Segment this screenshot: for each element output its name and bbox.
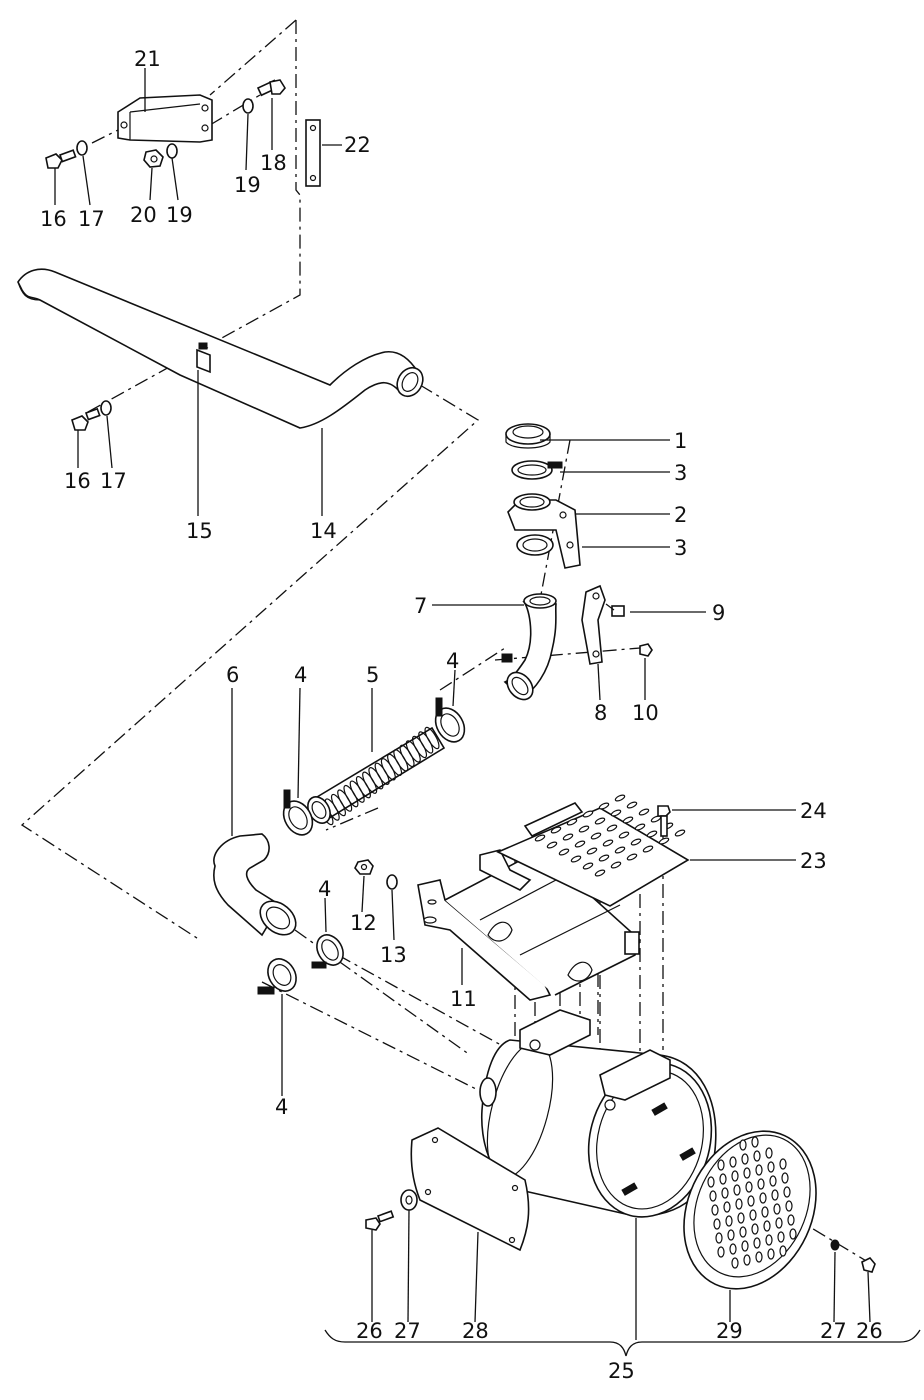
callout-7: 7 — [414, 594, 427, 618]
callout-27-right: 27 — [820, 1319, 847, 1343]
callout-13: 13 — [380, 943, 407, 967]
bolt-26-left — [365, 1210, 395, 1231]
callout-9: 9 — [712, 601, 725, 625]
washer-17-top — [76, 140, 88, 156]
callout-3-upper: 3 — [674, 461, 687, 485]
hose-clamp-4-bottom — [257, 958, 297, 995]
callout-4-elbow: 4 — [446, 649, 459, 673]
callout-11: 11 — [450, 987, 477, 1011]
callout-5: 5 — [366, 663, 379, 687]
callout-29: 29 — [716, 1319, 743, 1343]
callout-16-top: 16 — [40, 207, 67, 231]
hose-clamp-4-pipe6 — [311, 934, 344, 969]
callout-4-bottom: 4 — [275, 1095, 288, 1119]
callout-28: 28 — [462, 1319, 489, 1343]
leader-lines — [54, 68, 921, 1357]
callout-23: 23 — [800, 849, 827, 873]
callout-8: 8 — [594, 701, 607, 725]
bolt-10 — [639, 643, 653, 657]
bolt-24 — [657, 805, 671, 837]
hose-clamp-4-left — [282, 789, 314, 836]
callout-4-hose: 4 — [294, 663, 307, 687]
elbow-pipe-7 — [501, 593, 557, 701]
washer-19-lower — [166, 143, 178, 159]
nut-20 — [143, 149, 164, 168]
callout-22: 22 — [344, 133, 371, 157]
callout-19-lower: 19 — [166, 203, 193, 227]
bracket-21 — [117, 94, 213, 143]
clamp-2 — [507, 493, 581, 569]
bolt-9 — [605, 603, 625, 617]
callout-25: 25 — [608, 1359, 635, 1383]
callout-26-right: 26 — [856, 1319, 883, 1343]
callout-15: 15 — [186, 519, 213, 543]
callout-18: 18 — [260, 151, 287, 175]
washer-13 — [386, 874, 398, 890]
callout-27-left: 27 — [394, 1319, 421, 1343]
callout-14: 14 — [310, 519, 337, 543]
callout-10: 10 — [632, 701, 659, 725]
band-clamp-15 — [196, 342, 211, 374]
bolt-26-right — [861, 1257, 876, 1273]
callout-20: 20 — [130, 203, 157, 227]
callout-labels: 1 2 3 3 4 4 4 4 4 5 6 7 8 9 10 11 12 13 … — [40, 47, 883, 1383]
callout-16-mid: 16 — [64, 469, 91, 493]
muffler-25 — [479, 1009, 717, 1218]
callout-4-pipe6: 4 — [318, 877, 331, 901]
washer-27-left — [400, 1189, 418, 1211]
bracket-8 — [581, 584, 606, 665]
clamp-3-upper — [511, 460, 563, 480]
clamp-3-lower — [516, 534, 554, 556]
exhaust-pipe-14 — [17, 268, 424, 429]
bolt-16-top — [45, 149, 77, 169]
washer-19-upper — [242, 98, 254, 114]
perforated-shield-23 — [496, 794, 690, 907]
callout-19-upper: 19 — [234, 173, 261, 197]
callout-21: 21 — [134, 47, 161, 71]
bolt-16-mid — [71, 407, 101, 431]
callout-24: 24 — [800, 799, 827, 823]
callout-17-mid: 17 — [100, 469, 127, 493]
heat-shield-28 — [410, 1127, 530, 1252]
strap-22 — [305, 119, 321, 187]
callout-2: 2 — [674, 503, 687, 527]
flex-hose-5 — [307, 726, 446, 826]
callout-3-lower: 3 — [674, 536, 687, 560]
bolt-18 — [256, 79, 286, 97]
callout-17-top: 17 — [78, 207, 105, 231]
callout-26-left: 26 — [356, 1319, 383, 1343]
elbow-pipe-6 — [212, 833, 297, 937]
end-cover-29 — [683, 1130, 817, 1290]
callout-6: 6 — [226, 663, 239, 687]
ring-1 — [505, 423, 551, 449]
callout-12: 12 — [350, 911, 377, 935]
mounting-frame-11 — [417, 849, 641, 1001]
hose-clamp-4-right — [434, 697, 466, 743]
washer-17-mid — [100, 400, 112, 416]
nut-12 — [354, 859, 374, 875]
washer-27-right — [830, 1239, 840, 1251]
callout-1: 1 — [674, 429, 687, 453]
